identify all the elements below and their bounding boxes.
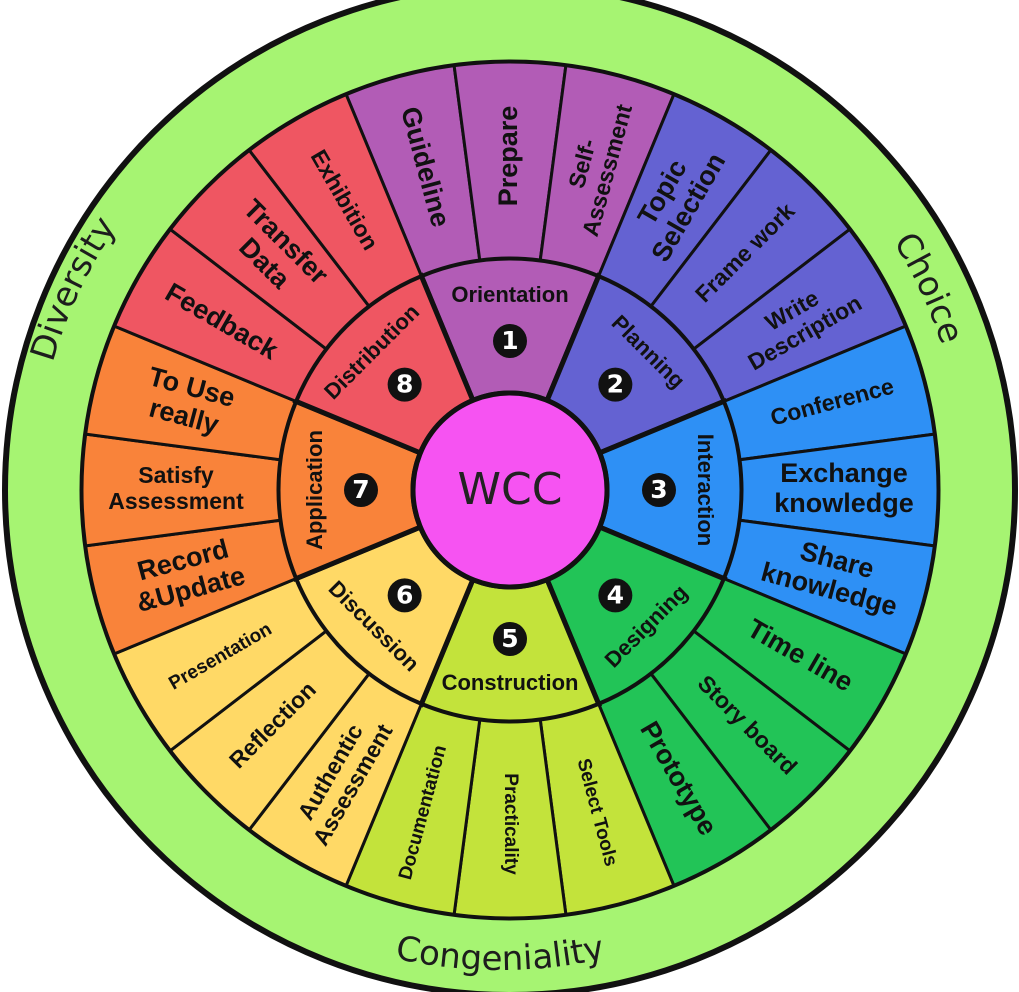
stage-number: 2 [607, 370, 624, 399]
stage-number: 1 [501, 326, 518, 355]
stage-number-badge [493, 622, 527, 656]
stage-label-construction: Construction [442, 670, 579, 695]
center-hub [410, 390, 610, 590]
stage-number-badge [387, 578, 422, 613]
stage-label-interaction: Interaction [693, 434, 718, 546]
center-label: WCC [458, 464, 563, 515]
stage-number: 4 [607, 580, 624, 609]
stage-number: 5 [501, 624, 518, 653]
item-label: Practicality [500, 773, 521, 875]
stage-label-application: Application [302, 430, 327, 550]
item-wedge [247, 92, 424, 309]
stage-number-badge [387, 367, 422, 402]
stage-number-badge [642, 473, 676, 507]
stage-number-badge [598, 578, 633, 613]
item-label: Prepare [493, 106, 523, 207]
stage-number-badge [344, 473, 378, 507]
stage-number: 3 [650, 475, 667, 504]
stage-number: 6 [396, 580, 413, 609]
stage-number: 7 [352, 475, 369, 504]
stage-number-badge [493, 324, 527, 358]
stage-number: 8 [396, 370, 413, 399]
stage-number-badge [598, 367, 633, 402]
stage-label-orientation: Orientation [451, 282, 568, 307]
stage-wedges [80, 60, 940, 920]
